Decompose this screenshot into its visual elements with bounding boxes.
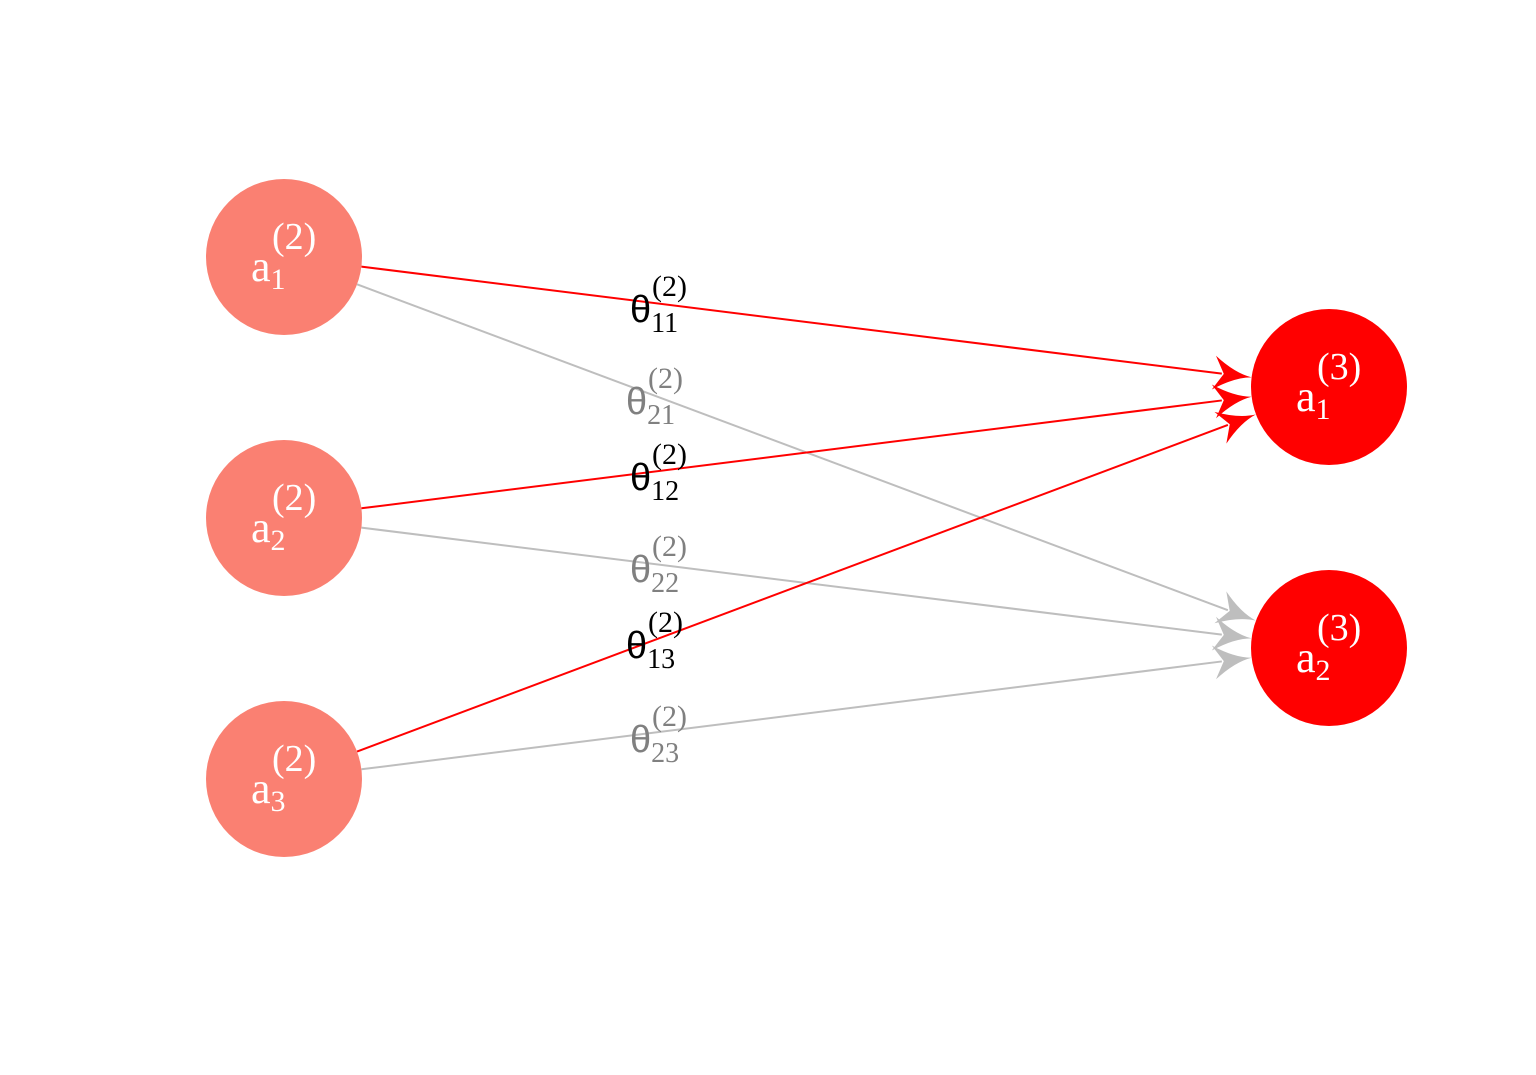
node-circle <box>1251 570 1407 726</box>
edge-a1_2-a2_3 <box>356 283 1256 624</box>
edge-label-theta-21: θ21(2) <box>626 362 683 431</box>
node-circle <box>206 440 362 596</box>
arrowhead-icon <box>1211 645 1252 680</box>
node-circle <box>1251 309 1407 465</box>
edge-a1_2-a1_3 <box>361 265 1252 390</box>
edge-line <box>361 265 1222 375</box>
edge-line <box>361 660 1222 771</box>
nodes: a1(2) a2(2) a3(2) a1(3) a2(3) <box>206 179 1407 857</box>
edge-line <box>356 283 1229 612</box>
node-circle <box>206 701 362 857</box>
node-label: a1(2) <box>251 216 316 296</box>
edge-label-theta-11: θ11(2) <box>630 270 687 339</box>
node-circle <box>206 179 362 335</box>
arrowhead-icon <box>1211 384 1252 419</box>
edge-line <box>356 423 1229 753</box>
arrowhead-icon <box>1211 616 1252 651</box>
node-label: a1(3) <box>1296 346 1361 426</box>
edge-label-theta-23: θ23(2) <box>630 700 687 769</box>
node-label: a2(3) <box>1296 607 1361 687</box>
node-label: a2(2) <box>251 477 316 557</box>
edge-label-theta-13: θ13(2) <box>626 606 683 675</box>
node-a1_3: a1(3) <box>1251 309 1407 465</box>
arrowhead-icon <box>1211 355 1252 390</box>
edge-label-theta-22: θ22(2) <box>630 530 687 599</box>
edge-a2_2-a1_3 <box>361 384 1252 510</box>
edge-a2_2-a2_3 <box>361 526 1252 651</box>
edge-label-theta-12: θ12(2) <box>630 438 687 507</box>
node-label: a3(2) <box>251 738 316 818</box>
edge-a3_2-a1_3 <box>356 411 1256 753</box>
node-a2_2: a2(2) <box>206 440 362 596</box>
edge-labels: θ11(2) θ21(2) θ12(2) θ22(2) θ13(2) θ23(2) <box>626 270 687 769</box>
arrowhead-icon <box>1214 411 1256 444</box>
edge-a3_2-a2_3 <box>361 645 1252 771</box>
node-a3_2: a3(2) <box>206 701 362 857</box>
edge-line <box>361 526 1222 636</box>
node-a2_3: a2(3) <box>1251 570 1407 726</box>
arrowhead-icon <box>1214 591 1256 624</box>
node-a1_2: a1(2) <box>206 179 362 335</box>
edges <box>356 265 1256 771</box>
edge-line <box>361 399 1222 510</box>
